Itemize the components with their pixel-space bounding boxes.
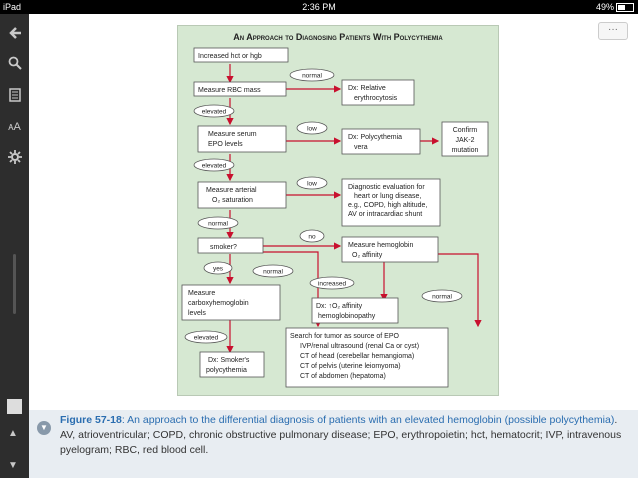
sidebar: ᴀA ▲ ▼ (0, 14, 29, 478)
label-elevated-3: elevated (194, 335, 219, 342)
box-carboxy-l2: carboxyhemoglobin (188, 300, 249, 307)
box-confirm-l3: mutation (452, 147, 479, 154)
text-size-icon[interactable]: ᴀA (8, 121, 21, 133)
label-normal-2: normal (208, 221, 228, 228)
box-measure-hgb-l1: Measure hemoglobin (348, 242, 413, 249)
box-affinity-l2: hemoglobinopathy (318, 313, 376, 320)
box-diag-eval-l1: Diagnostic evaluation for (348, 184, 425, 191)
box-measure-o2-l2: O₂ saturation (212, 197, 253, 204)
label-yes: yes (213, 266, 224, 273)
box-smokers-poly-l2: polycythemia (206, 367, 247, 374)
label-normal-4: normal (432, 294, 452, 301)
box-diag-eval-l3: e.g., COPD, high altitude, (348, 202, 427, 209)
box-tumor-l1: Search for tumor as source of EPO (290, 333, 399, 340)
box-pv-l1: Dx: Polycythemia (348, 134, 402, 141)
box-relative-l2: erythrocytosis (354, 95, 398, 102)
box-diag-eval-l4: AV or intracardiac shunt (348, 211, 422, 218)
label-elevated-2: elevated (202, 163, 227, 170)
caption-label[interactable]: Figure 57-18 (60, 414, 122, 426)
box-measure-o2-l1: Measure arterial (206, 187, 257, 194)
page-thumbnail-icon[interactable] (7, 399, 22, 414)
box-pv-l2: vera (354, 144, 368, 151)
box-tumor-l3: CT of head (cerebellar hemangioma) (300, 353, 414, 360)
battery-icon (616, 3, 634, 13)
box-measure-hgb-l2: O₂ affinity (352, 252, 383, 259)
box-confirm-l2: JAK-2 (455, 137, 474, 144)
flowchart-figure: An Approach to Diagnosing Patients With … (177, 25, 499, 396)
label-normal-3: normal (263, 269, 283, 276)
battery-percent: 49% (595, 2, 614, 12)
box-measure-epo-l1: Measure serum (208, 131, 257, 138)
carrier-label: iPad (3, 2, 22, 12)
page-down-icon[interactable]: ▼ (8, 460, 18, 471)
box-tumor-l5: CT of abdomen (hepatoma) (300, 373, 386, 380)
figure-caption: Figure 57-18: An approach to the differe… (60, 414, 622, 456)
box-increased: Increased hct or hgb (198, 53, 262, 60)
page-up-icon[interactable]: ▲ (8, 428, 18, 439)
search-icon[interactable] (4, 56, 25, 74)
label-low-1: low (307, 126, 317, 133)
settings-icon[interactable] (4, 150, 25, 168)
label-no: no (308, 234, 316, 241)
label-elevated-1: elevated (202, 109, 227, 116)
flowchart-svg: An Approach to Diagnosing Patients With … (181, 32, 489, 388)
box-measure-epo-l2: EPO levels (208, 141, 243, 148)
figure-title: An Approach to Diagnosing Patients With … (233, 32, 443, 42)
label-normal-1: normal (302, 73, 322, 80)
box-relative-l1: Dx: Relative (348, 85, 386, 92)
box-confirm-l1: Confirm (453, 127, 478, 134)
box-smokers-poly-l1: Dx: Smoker's (208, 357, 250, 364)
caption-rest: . AV, atrioventricular; COPD, chronic ob… (60, 414, 622, 456)
battery-indicator: 49% (596, 0, 634, 14)
box-affinity-l1: Dx: ↑O₂ affinity (316, 303, 363, 310)
box-measure-rbc: Measure RBC mass (198, 87, 261, 94)
status-bar: iPad 2:36 PM 49% (0, 0, 638, 14)
box-carboxy-l3: levels (188, 310, 206, 317)
collapse-caption-icon[interactable]: ▼ (37, 421, 51, 435)
caption-bar (29, 410, 638, 478)
more-options-button[interactable]: ··· (598, 22, 628, 40)
clock: 2:36 PM (302, 2, 336, 12)
box-tumor-l2: IVP/renal ultrasound (renal Ca or cyst) (300, 343, 419, 350)
label-low-2: low (307, 181, 317, 188)
back-arrow-icon[interactable] (4, 26, 25, 44)
box-diag-eval-l2: heart or lung disease, (354, 193, 421, 200)
label-increased: increased (318, 281, 347, 288)
box-carboxy-l1: Measure (188, 290, 215, 297)
caption-link-text: An approach to the differential diagnosi… (127, 414, 615, 426)
box-smoker: smoker? (210, 244, 237, 251)
notes-icon[interactable] (4, 88, 25, 106)
box-tumor-l4: CT of pelvis (uterine leiomyoma) (300, 363, 401, 370)
scroll-indicator[interactable] (13, 254, 16, 314)
